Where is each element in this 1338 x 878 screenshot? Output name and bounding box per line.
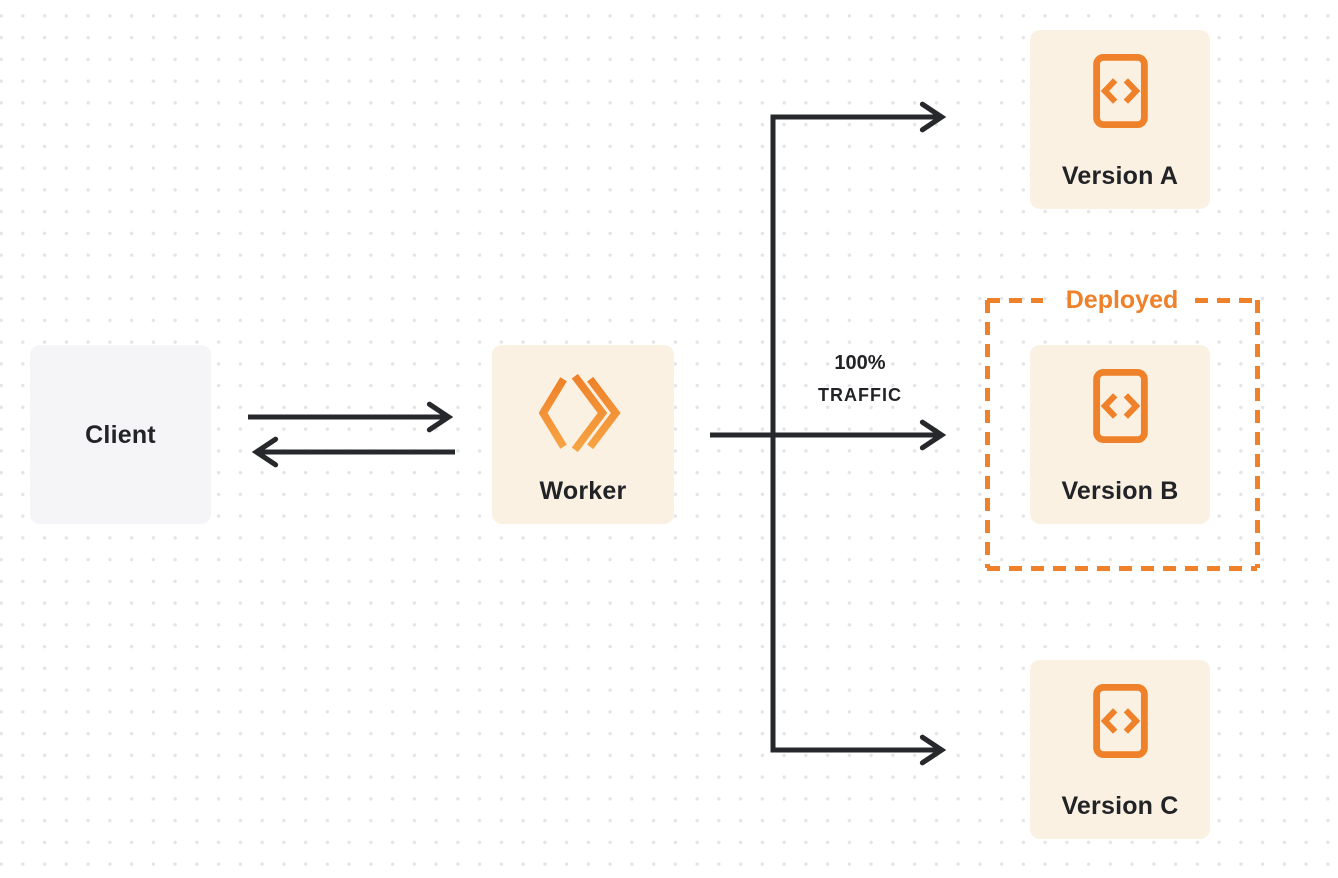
client-node-label: Client: [85, 420, 156, 449]
version-b-label: Version B: [1061, 477, 1179, 505]
version-a-label: Version A: [1061, 162, 1179, 190]
code-file-icon: [1092, 53, 1148, 129]
worker-node: Worker: [492, 345, 674, 524]
deployed-group-outline: Deployed: [984, 287, 1260, 571]
deployed-border-right: [1254, 300, 1260, 568]
code-file-icon: [1092, 683, 1148, 759]
deployed-border-bottom: [987, 565, 1257, 571]
code-file-icon: [1092, 368, 1148, 444]
deployed-border-top-right: [1195, 297, 1257, 303]
version-c-label: Version C: [1061, 792, 1179, 820]
client-node: Client: [30, 345, 211, 524]
workers-logo-icon: [539, 373, 621, 453]
deployed-border-top-left: [987, 297, 1043, 303]
traffic-percent-text: 100%: [834, 352, 886, 374]
version-a-node: Version A: [1030, 30, 1210, 209]
worker-node-label: Worker: [539, 477, 627, 505]
deployed-label: Deployed: [1065, 286, 1179, 314]
version-c-node: Version C: [1030, 660, 1210, 839]
deployed-border-left: [984, 300, 990, 568]
traffic-percentage-label: 100% TRAFFIC: [790, 347, 930, 411]
traffic-word-text: TRAFFIC: [818, 385, 902, 405]
version-b-node: Version B: [1030, 345, 1210, 524]
